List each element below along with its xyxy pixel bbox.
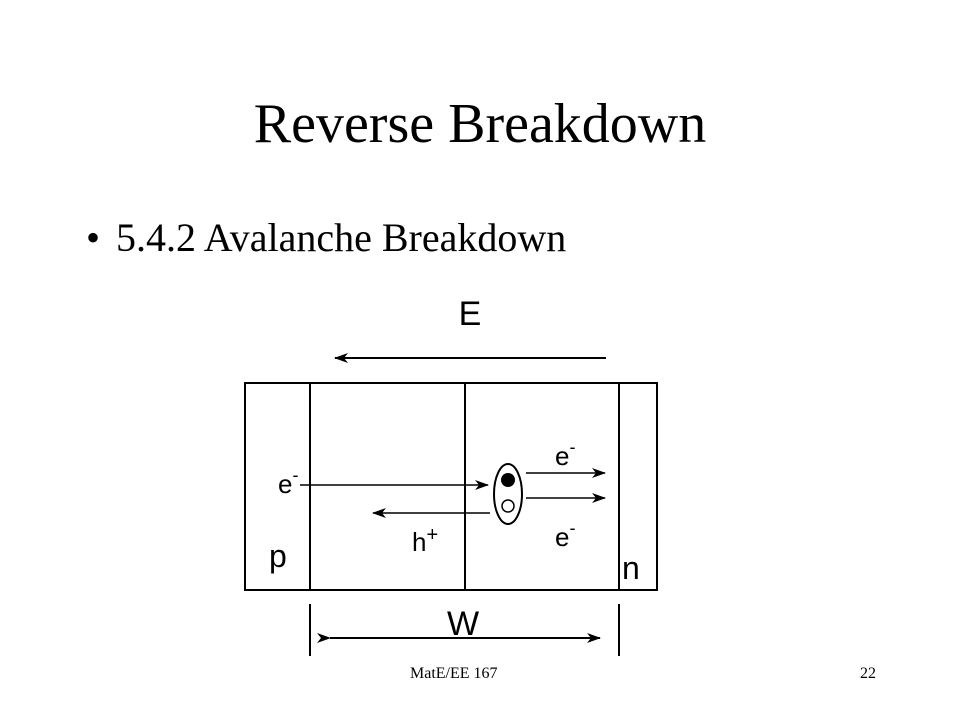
width-label: W xyxy=(447,605,479,643)
footer-course: MatE/EE 167 xyxy=(410,665,498,682)
device-outline xyxy=(244,382,658,591)
outgoing-electron-label-bottom: e- xyxy=(555,518,575,552)
generated-hole xyxy=(501,499,515,513)
bullet-item: • 5.4.2 Avalanche Breakdown xyxy=(86,214,566,261)
incoming-electron-label: e- xyxy=(278,465,298,499)
bullet-symbol: • xyxy=(86,215,101,260)
hole-label: h+ xyxy=(412,524,438,557)
field-label: E xyxy=(459,295,482,333)
slide-title: Reverse Breakdown xyxy=(253,93,707,155)
p-region-label: p xyxy=(269,538,287,574)
n-region-label: n xyxy=(622,550,640,586)
pair-generation-oval xyxy=(493,463,523,525)
bullet-text: 5.4.2 Avalanche Breakdown xyxy=(116,215,567,260)
generated-electron xyxy=(501,473,515,487)
footer-page-number: 22 xyxy=(860,665,876,682)
outgoing-electron-label-top: e- xyxy=(555,437,575,471)
